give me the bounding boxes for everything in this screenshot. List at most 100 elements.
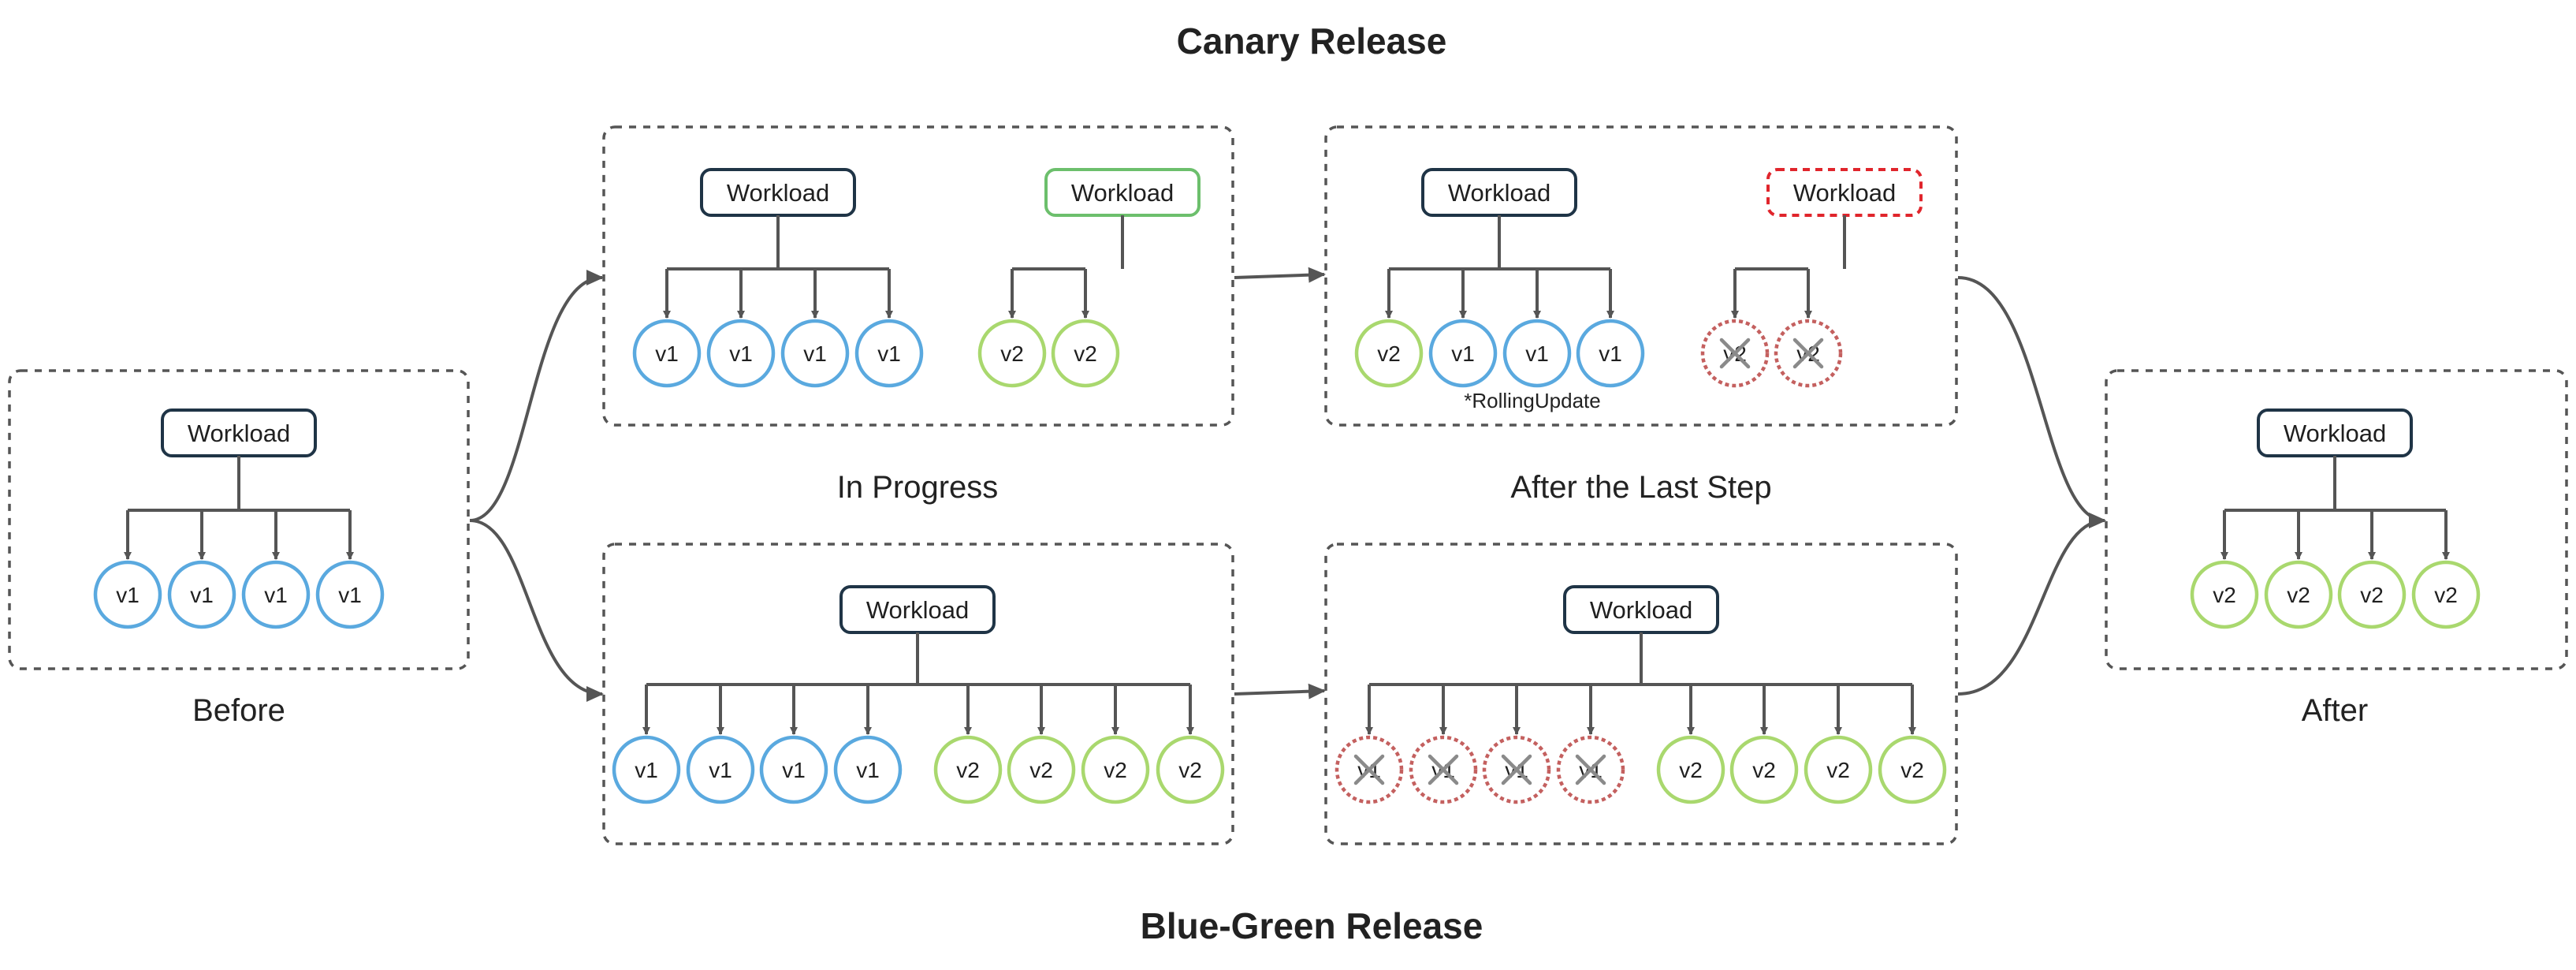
pod-version-label: v2 [1029, 758, 1053, 782]
workload-tree-connector [1389, 215, 1610, 270]
pod-version-label: v2 [2287, 583, 2310, 607]
pod-version-label: v1 [729, 341, 753, 366]
delete-cross-icon [1719, 338, 1751, 369]
pod-version-label: v2 [1178, 758, 1202, 782]
after-last-step-caption: After the Last Step [1510, 470, 1771, 505]
workload-tree-connector [1735, 215, 1846, 270]
pod-v2: v2 [2411, 560, 2481, 629]
in-progress-caption: In Progress [837, 470, 999, 505]
pod-circle [780, 319, 850, 388]
pod-circle [1428, 319, 1498, 388]
pod-version-label: v2 [1377, 341, 1401, 366]
delete-cross-icon [1428, 754, 1459, 785]
pod-circle [1576, 319, 1645, 388]
pod-circle [706, 319, 776, 388]
deleted-pod-v1: v1 [1409, 735, 1478, 804]
pod-circle [1156, 735, 1225, 804]
workload-label: Workload [727, 179, 829, 207]
pod-v2: v2 [1051, 319, 1120, 388]
flow-arrow-bluegreen-to-after [1957, 513, 2106, 696]
pod-circle [2411, 560, 2481, 629]
blue-green-release-title: Blue-Green Release [1141, 905, 1483, 946]
pod-v1: v1 [759, 735, 828, 804]
workload-label: Workload [866, 596, 969, 624]
pod-circle [686, 735, 755, 804]
pod-v2: v2 [1729, 735, 1799, 804]
pod-version-label: v1 [877, 341, 901, 366]
pod-version-label: v1 [264, 583, 288, 607]
flow-arrow-canary-to-after [1957, 276, 2106, 528]
pod-version-label: v1 [709, 758, 732, 782]
deleted-pod-v1: v1 [1482, 735, 1551, 804]
pod-circle [759, 735, 828, 804]
pod-v1: v1 [780, 319, 850, 388]
delete-cross-icon [1501, 754, 1532, 785]
before-panel [8, 369, 470, 670]
pod-v1: v1 [1502, 319, 1572, 388]
pod-version-label: v1 [1525, 341, 1549, 366]
pod-circle [854, 319, 924, 388]
pod-v2: v2 [1007, 735, 1076, 804]
pod-circle [1007, 735, 1076, 804]
pod-v2: v2 [2264, 560, 2333, 629]
pod-version-label: v1 [338, 583, 362, 607]
pod-circle [933, 735, 1003, 804]
pod-version-label: v1 [1599, 341, 1622, 366]
pod-version-label: v1 [803, 341, 827, 366]
canary-release-title: Canary Release [1177, 21, 1447, 62]
pod-circle [1354, 319, 1424, 388]
pod-version-label: v1 [190, 583, 214, 607]
workload-label: Workload [188, 420, 290, 447]
after-panel [2105, 369, 2568, 670]
pod-circle [2190, 560, 2259, 629]
pod-v1: v1 [1576, 319, 1645, 388]
pod-version-label: v2 [1752, 758, 1776, 782]
delete-cross-icon [1575, 754, 1606, 785]
before-workload-group: Workload v1 v1 v1 v1 [93, 409, 385, 629]
pod-circle [315, 560, 385, 629]
after-caption: After [2302, 693, 2368, 728]
flow-arrow-canary-progress-to-last [1234, 267, 1326, 283]
pod-version-label: v1 [116, 583, 140, 607]
pod-v2: v2 [1354, 319, 1424, 388]
pod-v1: v1 [632, 319, 702, 388]
pod-circle [2337, 560, 2407, 629]
pod-v1: v1 [241, 560, 311, 629]
pod-circle [1878, 735, 1947, 804]
workload-tree-connector [2224, 456, 2446, 512]
pod-v1: v1 [612, 735, 681, 804]
pod-v1: v1 [686, 735, 755, 804]
workload-tree-connector [128, 456, 350, 512]
pod-v1: v1 [315, 560, 385, 629]
pod-v1: v1 [1428, 319, 1498, 388]
deleted-pod-v2: v2 [1774, 319, 1843, 388]
rolling-update-note: *RollingUpdate [1464, 389, 1600, 412]
flow-arrow-before-to-bluegreen [469, 519, 604, 702]
delete-cross-icon [1792, 338, 1824, 369]
pod-version-label: v1 [782, 758, 806, 782]
pod-version-label: v2 [1679, 758, 1703, 782]
pod-version-label: v2 [2360, 583, 2384, 607]
pod-v2: v2 [1656, 735, 1725, 804]
workload-tree-connector [646, 632, 1190, 686]
workload-label: Workload [2284, 420, 2386, 447]
canary-after-last-step-group: Workloadv2v1v1v1Workloadv2v2 [1354, 168, 1923, 388]
pod-version-label: v2 [1900, 758, 1924, 782]
pod-circle [1081, 735, 1150, 804]
canary-in-progress-panel [602, 125, 1234, 427]
pod-v1: v1 [706, 319, 776, 388]
pod-circle [1729, 735, 1799, 804]
pod-version-label: v1 [635, 758, 658, 782]
pod-version-label: v1 [655, 341, 679, 366]
deleted-pod-v1: v1 [1335, 735, 1404, 804]
workload-label: Workload [1071, 179, 1174, 207]
deleted-pod-v2: v2 [1700, 319, 1770, 388]
pod-circle [977, 319, 1047, 388]
pod-circle [1656, 735, 1725, 804]
pod-circle [93, 560, 162, 629]
pod-v1: v1 [93, 560, 162, 629]
workload-label: Workload [1590, 596, 1692, 624]
